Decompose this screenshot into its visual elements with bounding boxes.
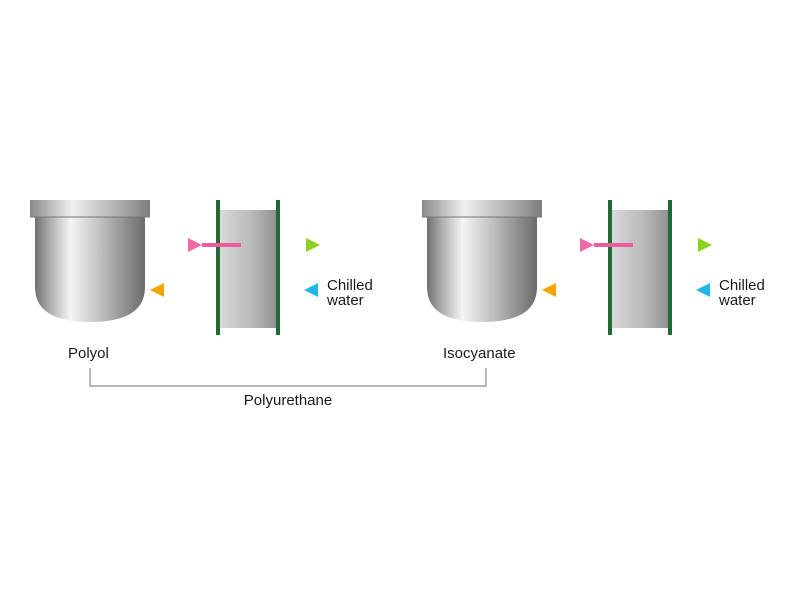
isocyanate-heat-exchanger (608, 200, 672, 335)
polyol-label: Polyol (68, 345, 109, 362)
return-arrow-icon (542, 283, 556, 297)
isocyanate-hx-left-plate (608, 200, 612, 335)
return-arrow-icon (150, 283, 164, 297)
chilled-in-arrow-icon (304, 283, 318, 297)
polyol-hx-right-plate (276, 200, 280, 335)
polyol-coolant-label-line2: water (326, 292, 364, 309)
polyol-coolant-label-line1: Chilled (327, 277, 373, 294)
polyol-heat-exchanger (216, 200, 280, 335)
unit-isocyanate: Chilled water Isocyanate (422, 200, 765, 362)
hot-in-arrow-icon (580, 238, 594, 252)
polyol-coolant-loop (259, 238, 320, 297)
chilled-in-arrow-icon (696, 283, 710, 297)
isocyanate-product-loop (537, 238, 633, 297)
chilled-out-arrow-icon (698, 238, 712, 252)
polyol-hx-left-plate (216, 200, 220, 335)
isocyanate-coolant-label-line1: Chilled (719, 277, 765, 294)
polyurethane-label: Polyurethane (244, 392, 332, 409)
hot-in-arrow-icon (188, 238, 202, 252)
isocyanate-label: Isocyanate (443, 345, 516, 362)
polyol-tank (30, 200, 150, 322)
isocyanate-coolant-loop (651, 238, 712, 297)
isocyanate-hx-right-plate (668, 200, 672, 335)
isocyanate-coolant-label-line2: water (718, 292, 756, 309)
polyurethane-bracket (89, 368, 487, 387)
unit-polyol: Chilled water Polyol (30, 200, 373, 362)
polyol-product-loop (145, 238, 241, 297)
isocyanate-tank (422, 200, 542, 322)
chilled-out-arrow-icon (306, 238, 320, 252)
